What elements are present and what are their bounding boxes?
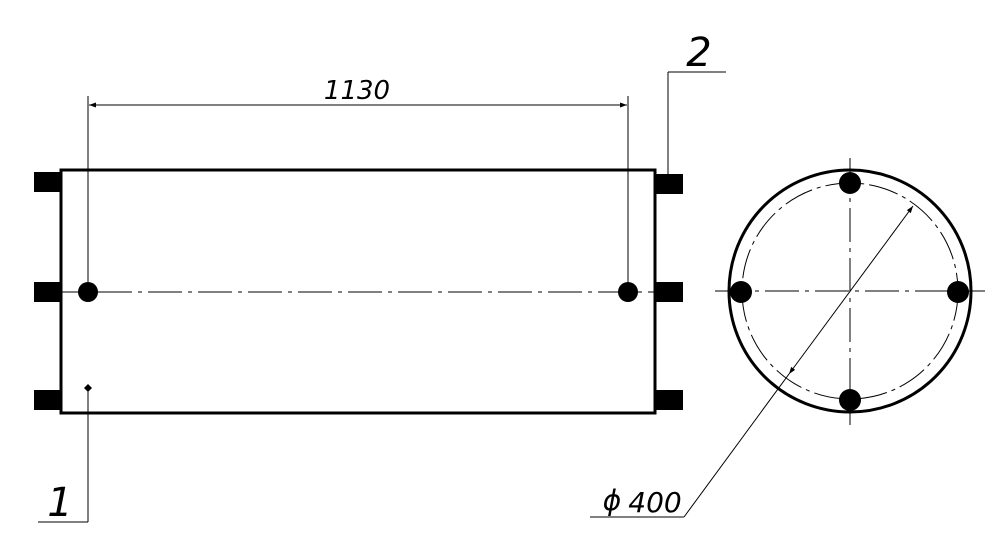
bolt-hole-bottom [839, 389, 861, 411]
callout-1: 1 [38, 384, 92, 526]
side-view: 1130 1 2 [34, 30, 726, 526]
bolt-hole-top [839, 172, 861, 194]
dimension-length-text: 1130 [324, 76, 390, 106]
callout-2: 2 [667, 30, 726, 174]
diameter-dimension-line [788, 205, 914, 375]
diameter-symbol: ϕ [603, 484, 621, 517]
lug-right-bottom [655, 390, 683, 410]
lug-left-bottom [34, 390, 61, 410]
lug-right-top [655, 174, 683, 194]
callout-2-label: 2 [686, 30, 711, 76]
bolt-hole-right [947, 281, 969, 303]
lug-left-middle [34, 282, 61, 302]
lug-left-top [34, 172, 61, 192]
diameter-text: 400 [628, 486, 681, 519]
bolt-hole-left [730, 281, 752, 303]
diameter-leader [683, 373, 790, 518]
end-view: ϕ 400 [590, 158, 985, 519]
callout-1-label: 1 [47, 480, 72, 526]
lug-right-middle [655, 282, 683, 302]
